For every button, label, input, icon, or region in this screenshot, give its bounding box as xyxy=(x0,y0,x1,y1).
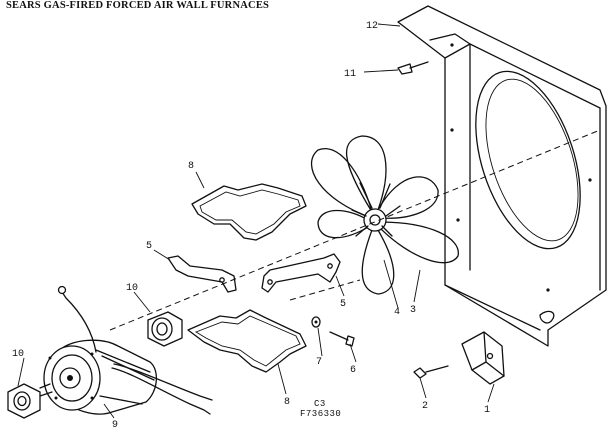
diagram-title: SEARS GAS-FIRED FORCED AIR WALL FURNACES xyxy=(6,0,270,11)
callout-8-lower: 8 xyxy=(284,397,290,408)
assembly-axis-line xyxy=(109,129,601,331)
figure-number: F736330 xyxy=(300,409,341,419)
callout-5-left: 5 xyxy=(146,241,152,252)
callout-10-lower: 10 xyxy=(12,349,24,360)
motor-bracket-left xyxy=(167,255,237,293)
washer-7 xyxy=(311,316,321,328)
resilient-mount-lower xyxy=(7,383,53,419)
gasket-upper xyxy=(191,183,307,241)
blower-motor xyxy=(43,285,213,415)
screw-6 xyxy=(329,331,355,347)
callout-4: 4 xyxy=(394,307,400,318)
callout-12: 12 xyxy=(366,21,378,32)
callout-6: 6 xyxy=(350,365,356,376)
callout-10-upper: 10 xyxy=(126,283,138,294)
callout-labels: 12 11 8 5 10 10 9 8 5 4 3 6 7 2 1 xyxy=(12,21,490,428)
callout-2: 2 xyxy=(422,401,428,412)
callout-1: 1 xyxy=(484,405,490,416)
resilient-mount-upper xyxy=(147,311,183,347)
screw-2 xyxy=(413,365,449,379)
callout-8-upper: 8 xyxy=(188,161,194,172)
gasket-lower xyxy=(187,309,307,373)
leader-lines xyxy=(17,23,495,419)
fan-blade-assembly xyxy=(310,135,459,295)
callout-5-right: 5 xyxy=(340,299,346,310)
screw-11 xyxy=(397,61,429,75)
assembly-axis-line-lower xyxy=(289,279,361,301)
callout-7: 7 xyxy=(316,357,322,368)
figure-code: C3 xyxy=(314,399,326,409)
blower-housing xyxy=(397,5,607,347)
callout-11: 11 xyxy=(344,69,356,80)
callout-3: 3 xyxy=(410,305,416,316)
motor-bracket-right xyxy=(261,253,341,293)
callout-9: 9 xyxy=(112,420,118,428)
bracket-1 xyxy=(461,331,505,385)
